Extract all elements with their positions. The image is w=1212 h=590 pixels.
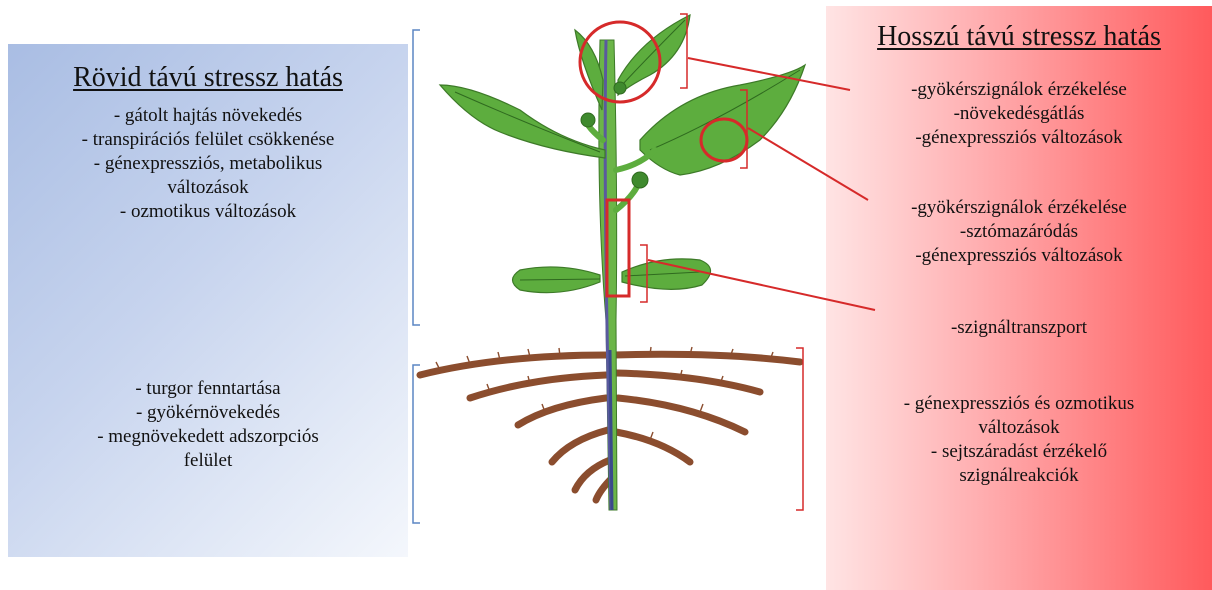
short-term-brackets xyxy=(413,30,420,523)
leaves xyxy=(440,15,805,293)
side-branches xyxy=(585,120,655,210)
